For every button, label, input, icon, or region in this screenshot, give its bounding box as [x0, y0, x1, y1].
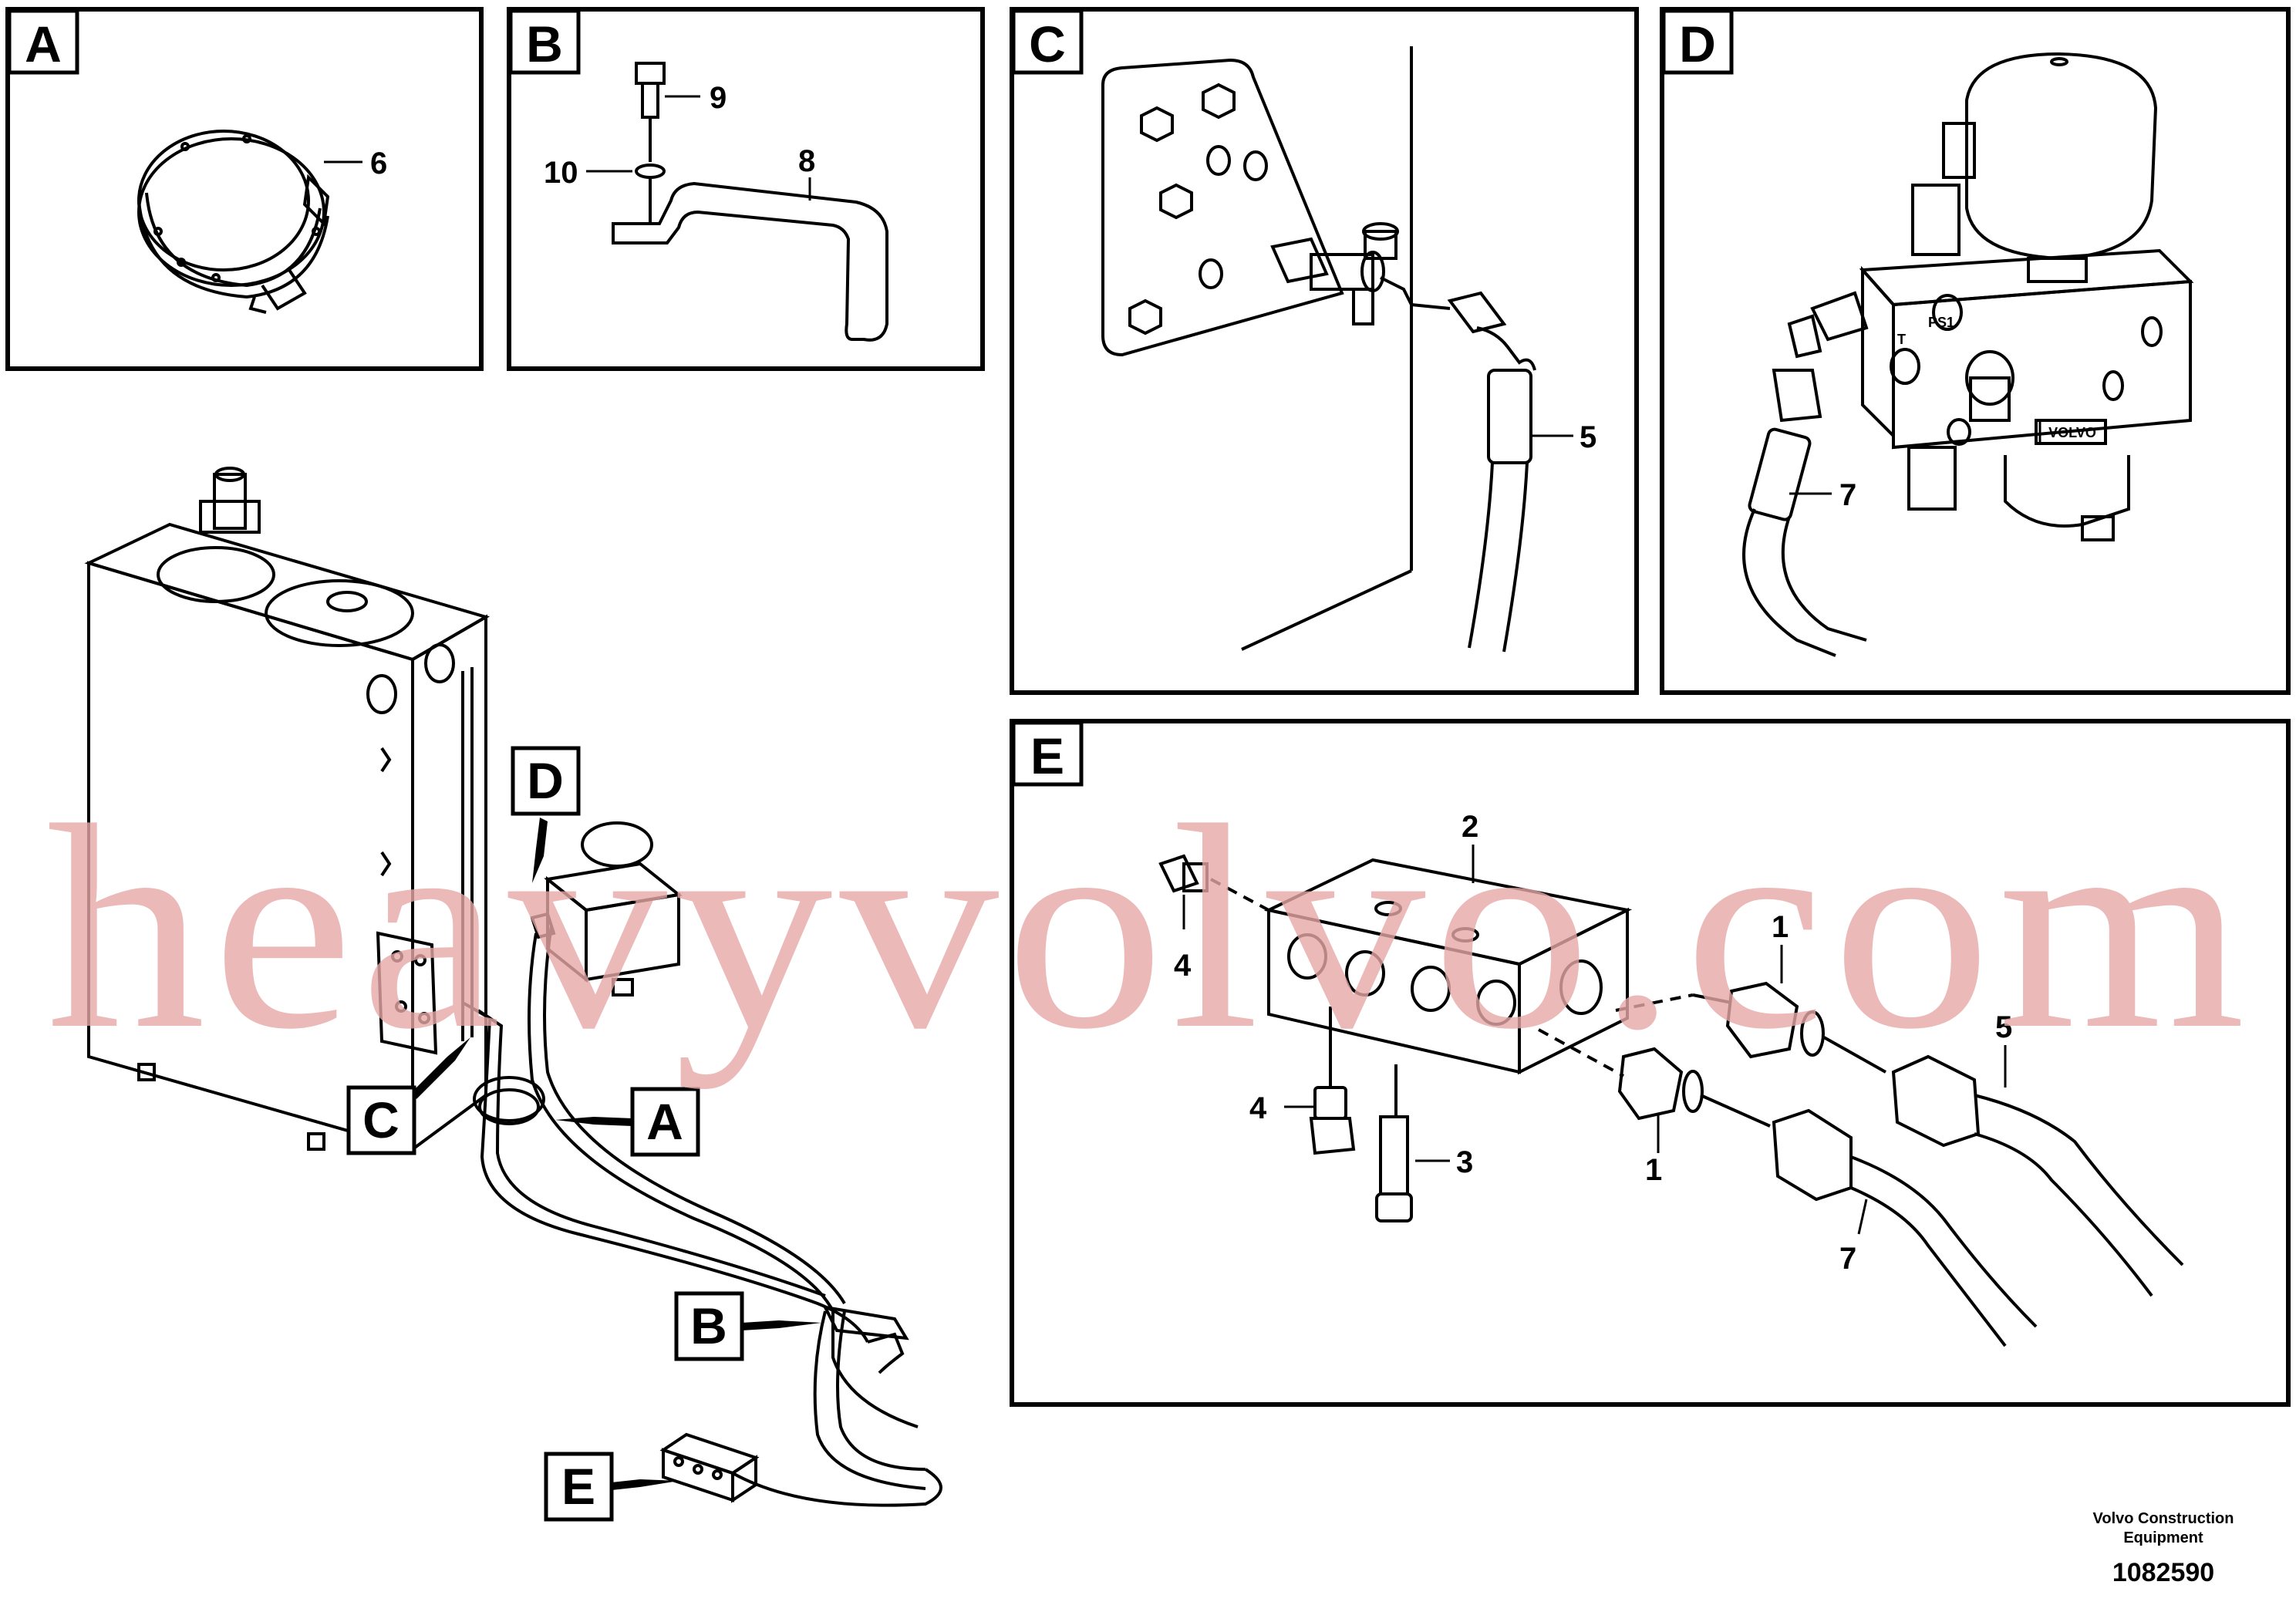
- hose-5-e-drawing: [1823, 1036, 2184, 1297]
- mounting-plate-drawing: [1101, 46, 1413, 651]
- callout-c-letter: C: [362, 1091, 400, 1148]
- main-hoses-drawing: [462, 925, 942, 1507]
- callout-a-letter: A: [646, 1093, 683, 1150]
- part-label-10: 10: [544, 156, 578, 190]
- hose-5-drawing: [1411, 291, 1536, 653]
- callout-box-e: [544, 1452, 614, 1522]
- panel-a-letter: A: [25, 15, 62, 73]
- valve-block-drawing: [1810, 122, 2194, 541]
- mini-valve-block-drawing: [530, 821, 683, 996]
- part-label-1-upper: 1: [1772, 910, 1789, 944]
- bracket-drawing: [612, 181, 888, 342]
- panel-e-letter: E: [1030, 727, 1064, 784]
- panel-b: B 9 10 8: [507, 7, 985, 371]
- watermark: heavyvolvo.com: [46, 765, 2252, 1090]
- bolt-drawing: [635, 62, 666, 224]
- callout-box-b: [674, 1291, 744, 1361]
- volvo-badge: VOLVO: [2038, 419, 2107, 445]
- part-label-5-e: 5: [1995, 1010, 2012, 1044]
- panel-d-letter: D: [1679, 15, 1716, 73]
- callout-box-d: [511, 746, 581, 816]
- part-label-4-upper: 4: [1174, 949, 1192, 983]
- part-label-2: 2: [1462, 810, 1478, 844]
- callout-b-arrow: [742, 1320, 821, 1330]
- part-label-7-e: 7: [1839, 1242, 1856, 1276]
- fitting-1-upper-drawing: [1615, 981, 1825, 1059]
- hose-7-drawing: [1742, 314, 1867, 657]
- hose-7-e-drawing: [1700, 1094, 2038, 1347]
- part-label-8: 8: [798, 144, 815, 178]
- part-label-1-lower: 1: [1645, 1153, 1662, 1187]
- part-label-6: 6: [370, 147, 387, 180]
- part-label-7: 7: [1839, 478, 1856, 512]
- fitting-1-lower-drawing: [1538, 1028, 1704, 1121]
- block-label-t: T: [1897, 332, 1906, 347]
- mini-manifold-drawing: [659, 1432, 760, 1503]
- company-name-line2: Equipment: [2123, 1529, 2203, 1546]
- panel-c: C: [1010, 7, 1639, 695]
- accumulator-drawing: [1965, 52, 2158, 283]
- panel-e: E: [1010, 719, 2291, 1407]
- manifold-block-drawing: [1263, 858, 1633, 1075]
- tee-fitting-drawing: [1270, 222, 1413, 325]
- callout-d-arrow: [532, 818, 548, 883]
- callout-box-c: [346, 1085, 416, 1155]
- volvo-badge-text: VOLVO: [2048, 425, 2096, 440]
- panel-a: A 6: [5, 7, 484, 371]
- plug-4-bottom-drawing: [1309, 1007, 1356, 1155]
- panel-b-letter: B: [526, 15, 563, 73]
- part-label-5: 5: [1580, 420, 1596, 454]
- panel-d: D PS1 T VOLVO: [1660, 7, 2291, 695]
- panel-c-letter: C: [1029, 15, 1066, 73]
- company-name-line1: Volvo Construction: [2093, 1510, 2234, 1527]
- block-label-ps1: PS1: [1928, 315, 1954, 330]
- footer: Volvo Construction Equipment 1082590: [2093, 1510, 2234, 1587]
- callout-c-arrow: [413, 1037, 470, 1099]
- part-label-9: 9: [710, 81, 727, 115]
- plug-4-top-drawing: [1158, 854, 1269, 912]
- callout-b-letter: B: [690, 1297, 727, 1354]
- leader-line: [1857, 1199, 1868, 1235]
- part-label-4-lower: 4: [1249, 1091, 1267, 1125]
- hose-clamp-drawing: [137, 130, 330, 314]
- part-label-3: 3: [1456, 1145, 1473, 1179]
- screw-3-drawing: [1375, 1064, 1413, 1222]
- callout-a-arrow: [555, 1117, 632, 1126]
- callout-e-letter: E: [561, 1458, 595, 1515]
- callout-e-arrow: [612, 1479, 679, 1490]
- drawing-number: 1082590: [2112, 1558, 2214, 1587]
- callout-d-letter: D: [527, 752, 564, 809]
- main-assembly: D C A B E: [84, 467, 942, 1522]
